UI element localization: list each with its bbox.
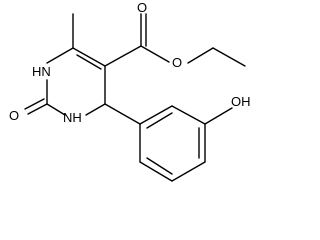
bond-c4-n3: [85, 103, 106, 116]
bond-n1-c6: [46, 47, 74, 64]
phenyl-ring: [139, 105, 233, 182]
ring-bond-2: [171, 105, 206, 125]
bond-c-oh: [204, 107, 233, 125]
bond-c6-c5: [72, 47, 106, 67]
ring-inner-1: [146, 112, 173, 129]
bond-c6-c5-inner: [76, 54, 102, 70]
ring-bond-1: [139, 105, 173, 125]
bond-c2-o-2: [24, 98, 45, 110]
bond-o-ch2: [187, 47, 214, 64]
bond-n3-c2: [46, 103, 66, 116]
bond-c2-o: [27, 103, 48, 115]
ring-inner-3: [146, 157, 173, 175]
bond-c5-cester: [104, 45, 142, 67]
atom-n-top: HN: [32, 64, 51, 79]
atom-o-urea: O: [9, 108, 19, 123]
ring-bond-4: [171, 161, 206, 182]
atom-o-carbonyl: O: [137, 0, 147, 15]
bond-ch2-ch3: [212, 47, 246, 67]
bonds: [24, 13, 246, 125]
bond-ester-c-o: [140, 45, 170, 63]
atom-oh: OH: [231, 94, 251, 109]
bond-c4-phenyl: [104, 103, 141, 125]
atom-n-bottom: NH: [63, 110, 82, 125]
atom-o-ether: O: [172, 55, 182, 70]
ring-bond-5: [139, 161, 173, 182]
structure-diagram: O O HN O NH OH: [9, 0, 251, 182]
